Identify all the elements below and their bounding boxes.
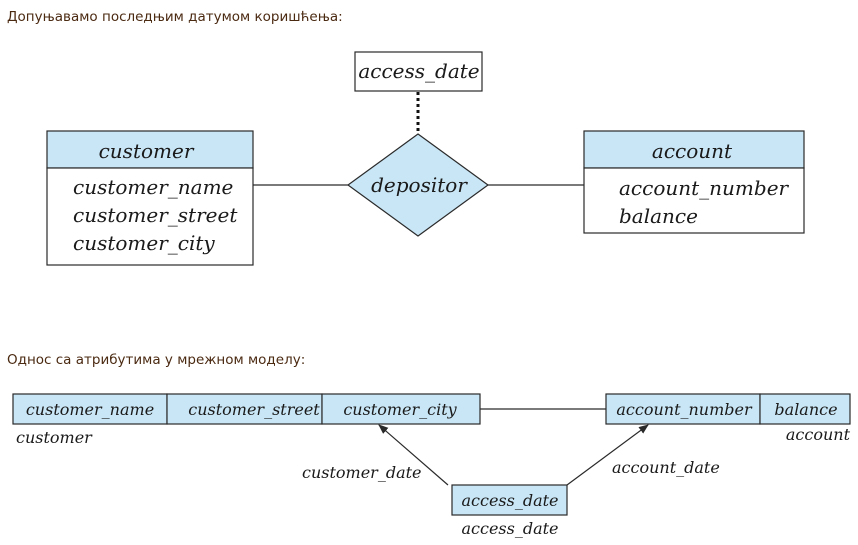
- customer-date-arrow: [378, 424, 449, 486]
- account-attribute: balance: [619, 204, 698, 228]
- depositor-relationship: depositor: [346, 133, 490, 237]
- account-record-field: account_number: [616, 400, 753, 419]
- access-date-attribute: access_date: [354, 51, 483, 92]
- customer-attribute: customer_city: [73, 231, 215, 255]
- account-record: account_number balance account: [605, 393, 851, 444]
- customer-record-field: customer_street: [188, 400, 320, 419]
- er-section-heading: Допуњавамо последњим датумом коришћења:: [7, 9, 343, 25]
- network-diagram: customer_name customer_street customer_c…: [12, 393, 851, 538]
- account-date-arrow: [566, 424, 649, 486]
- customer-record: customer_name customer_street customer_c…: [12, 393, 481, 447]
- customer-date-link-label: customer_date: [302, 463, 422, 482]
- account-record-label: account: [786, 425, 851, 444]
- customer-record-field: customer_name: [26, 400, 154, 419]
- access-date-record-label: access_date: [461, 519, 558, 538]
- access-date-record: access_date access_date: [451, 484, 568, 538]
- customer-record-label: customer: [16, 428, 93, 447]
- network-section-heading: Однос са атрибутима у мрежном моделу:: [7, 352, 306, 368]
- customer-entity: customer customer_name customer_street c…: [46, 130, 254, 266]
- access-date-record-field: access_date: [461, 491, 558, 510]
- customer-attribute: customer_name: [73, 175, 233, 199]
- customer-attribute: customer_street: [73, 203, 238, 227]
- account-entity: account account_number balance: [583, 130, 805, 234]
- customer-entity-name: customer: [99, 139, 195, 163]
- account-date-link-label: account_date: [612, 458, 720, 477]
- account-record-field: balance: [774, 400, 837, 419]
- relationship-name: depositor: [371, 173, 468, 197]
- customer-record-field: customer_city: [343, 400, 457, 419]
- account-attribute: account_number: [619, 176, 790, 200]
- er-diagram: customer customer_name customer_street c…: [46, 51, 805, 266]
- account-entity-name: account: [652, 139, 733, 163]
- relationship-attribute-label: access_date: [358, 59, 479, 83]
